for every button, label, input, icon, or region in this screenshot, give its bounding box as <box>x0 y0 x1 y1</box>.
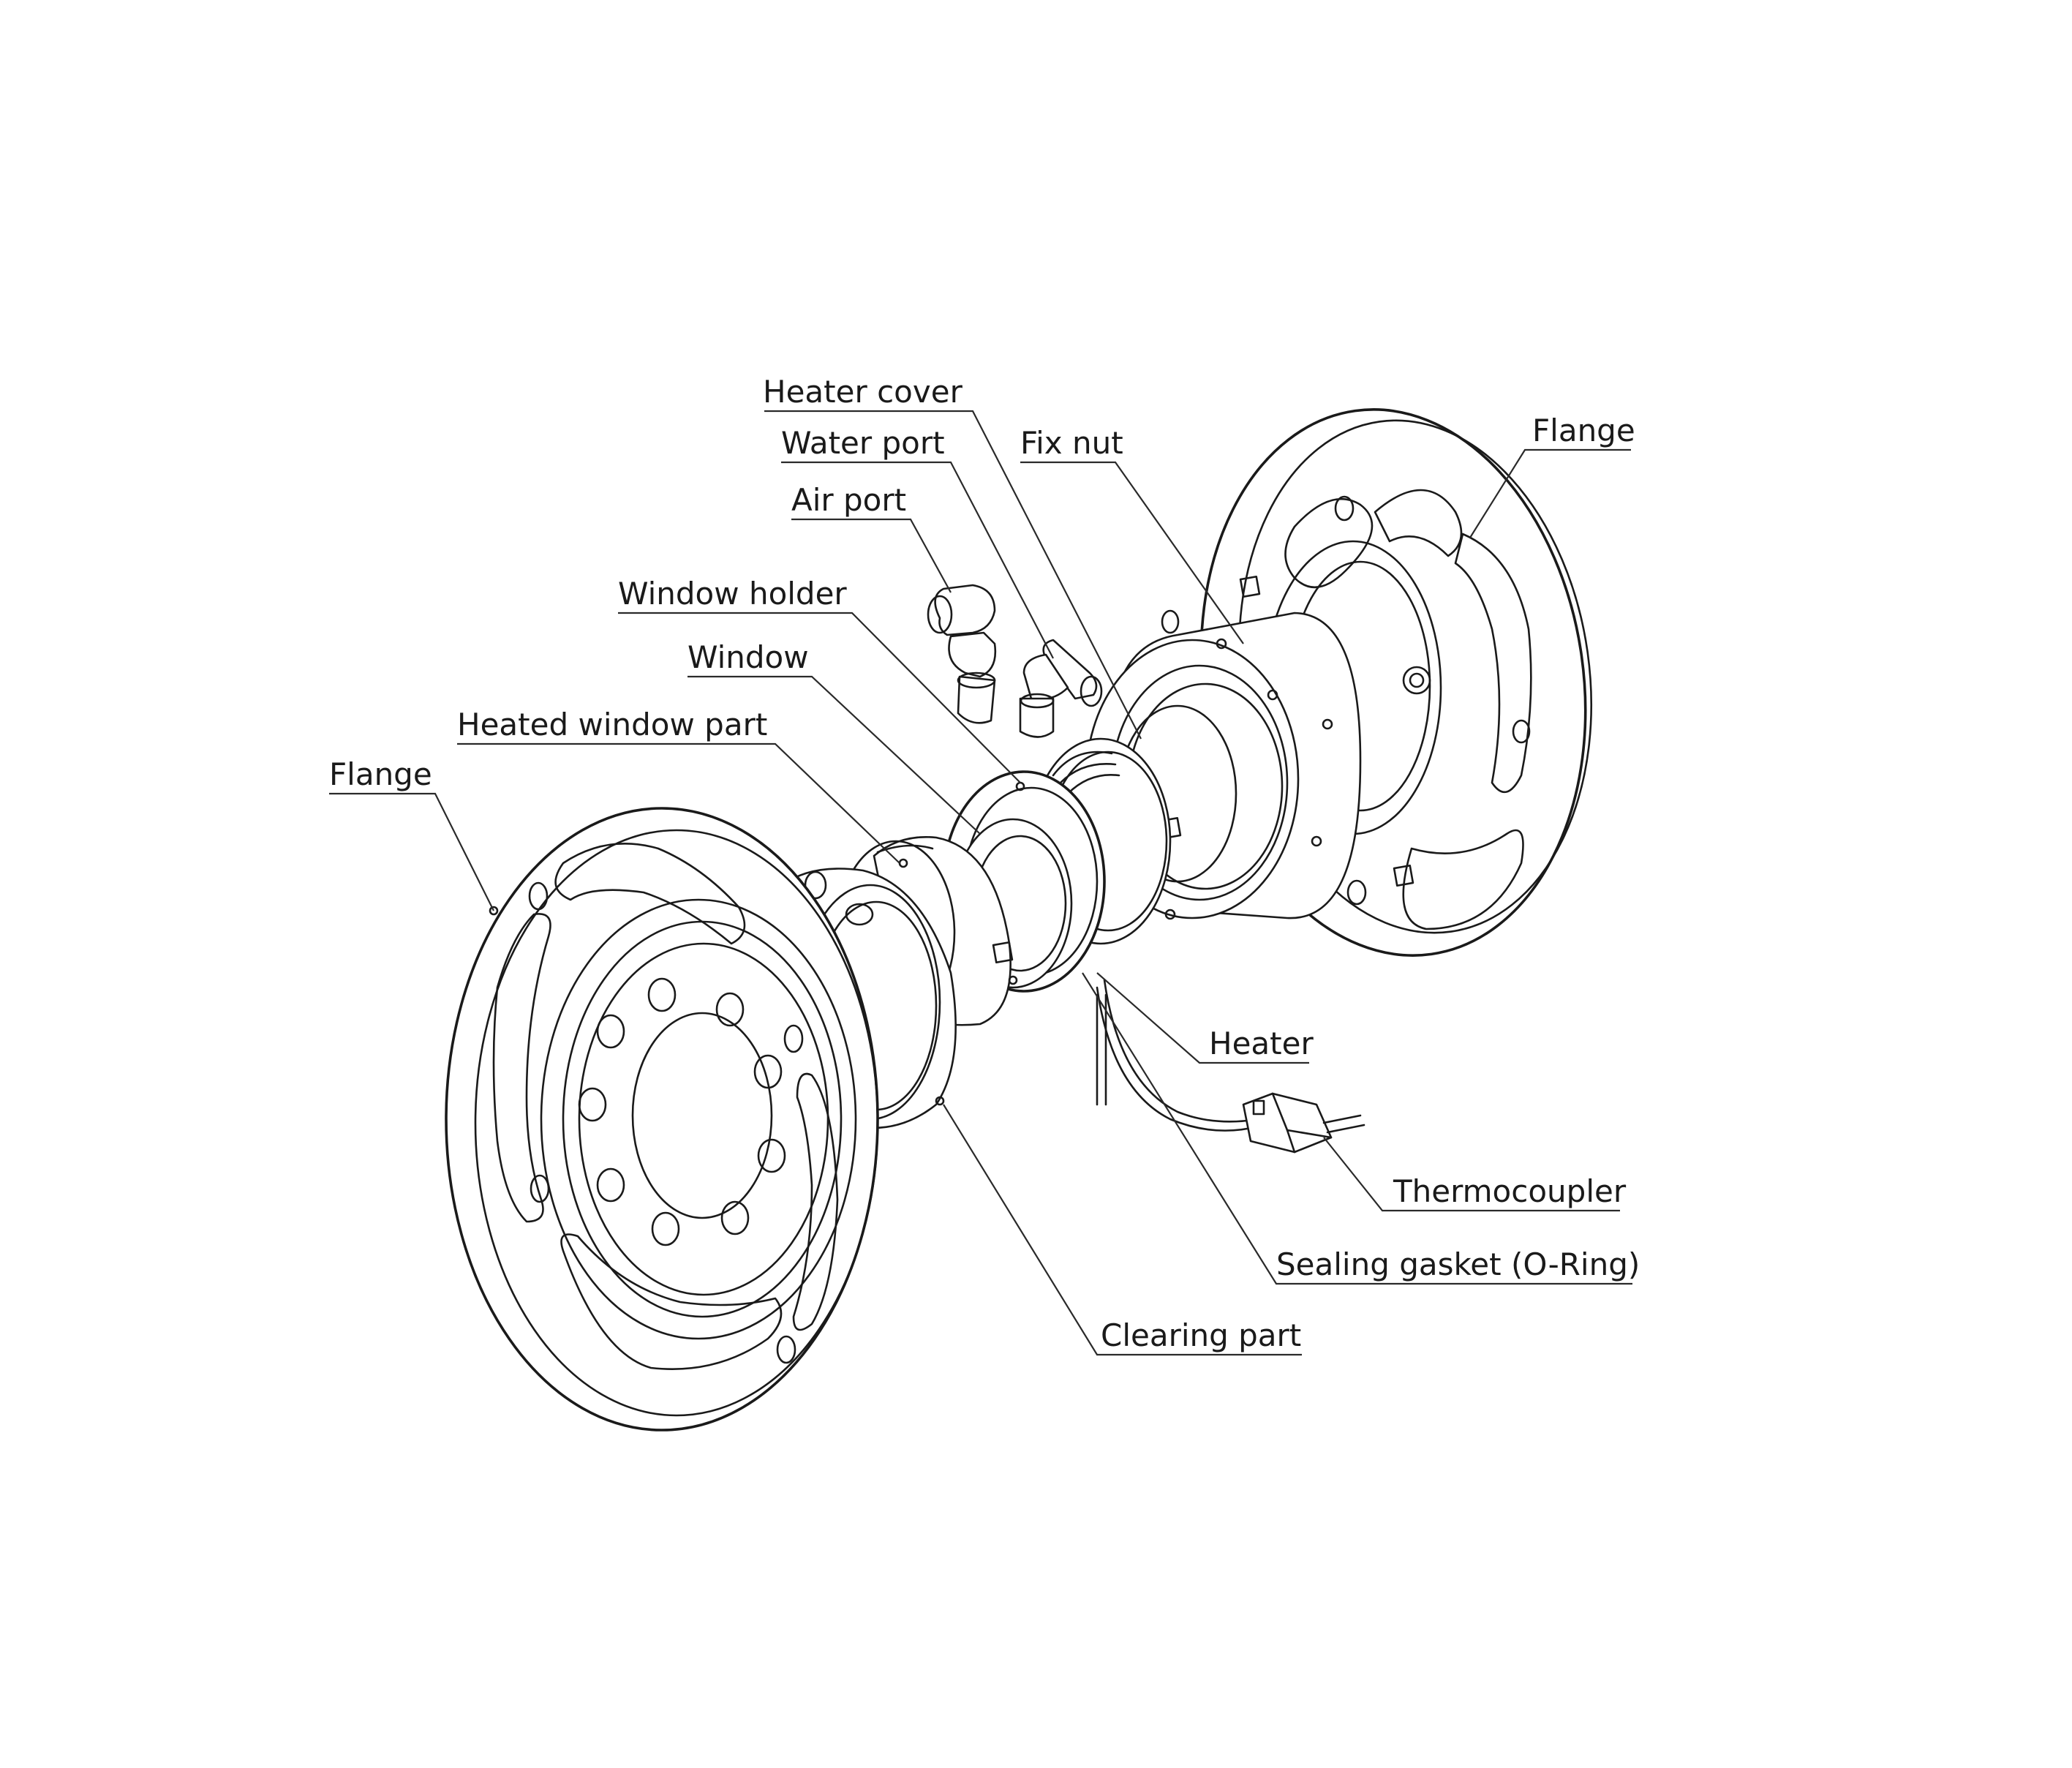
label-flange-right: Flange <box>1532 413 1635 448</box>
label-fix-nut: Fix nut <box>1020 425 1123 461</box>
label-clearing-part: Clearing part <box>1101 1317 1301 1353</box>
leader-lines <box>329 410 1632 1356</box>
label-heated-window-part: Heated window part <box>457 707 767 742</box>
leader-heater <box>1096 972 1309 1064</box>
label-window-holder: Window holder <box>618 576 847 612</box>
leader-water-port <box>781 461 1054 659</box>
label-water-port: Water port <box>781 425 945 461</box>
label-flange-left: Flange <box>329 756 432 792</box>
leader-heater-cover <box>764 410 1142 740</box>
labels: Heater cover Water port Fix nut Flange A… <box>329 374 1640 1353</box>
label-thermocoupler: Thermocoupler <box>1393 1173 1627 1209</box>
water-port-fitting <box>1019 639 1103 738</box>
leader-sealing-gasket <box>1082 972 1632 1285</box>
leader-window-holder <box>618 612 1021 783</box>
leader-flange-right <box>1469 448 1631 538</box>
leader-flange-left <box>329 792 494 911</box>
label-sealing-gasket: Sealing gasket (O-Ring) <box>1276 1246 1640 1282</box>
label-heater-cover: Heater cover <box>763 374 963 410</box>
thermocoupler <box>1096 979 1365 1154</box>
leader-fix-nut <box>1020 461 1244 644</box>
leader-clearing-part <box>943 1104 1302 1356</box>
leader-window <box>687 675 981 835</box>
label-window: Window <box>687 639 809 675</box>
label-air-port: Air port <box>791 482 906 518</box>
leader-heated-window-part <box>457 742 900 864</box>
air-port-fitting <box>927 584 997 724</box>
label-heater: Heater <box>1209 1026 1314 1061</box>
leader-air-port <box>791 518 952 593</box>
flange-left <box>445 807 879 1432</box>
leader-thermocoupler <box>1323 1137 1620 1212</box>
